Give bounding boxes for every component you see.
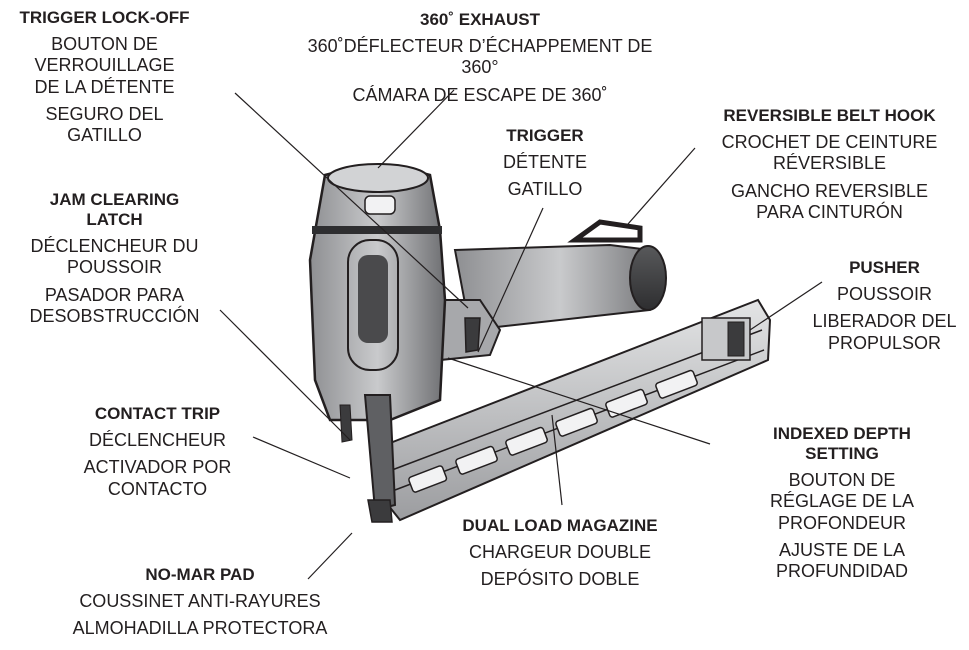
callout-french: DÉTENTE — [502, 152, 587, 173]
callout-title: TRIGGER — [506, 126, 584, 145]
callout-french: CROCHET DE CEINTURE RÉVERSIBLE — [721, 132, 938, 174]
callout-french: DÉCLENCHEUR — [88, 430, 227, 451]
callout-french: BOUTON DE VERROUILLAGE DE LA DÉTENTE — [34, 34, 175, 97]
callout-trigger-lock-off: TRIGGER LOCK-OFF BOUTON DE VERROUILLAGE … — [2, 8, 207, 146]
callout-pusher: PUSHER POUSSOIR LIBERADOR DEL PROPULSOR — [800, 258, 969, 354]
callout-title: PUSHER — [849, 258, 920, 277]
callout-spanish: LIBERADOR DEL PROPULSOR — [812, 311, 957, 353]
callout-title: JAM CLEARING LATCH — [49, 190, 180, 230]
callout-magazine: DUAL LOAD MAGAZINE CHARGEUR DOUBLE DEPÓS… — [440, 516, 680, 591]
callout-no-mar-pad: NO-MAR PAD COUSSINET ANTI-RAYURES ALMOHA… — [50, 565, 350, 640]
callout-spanish: PASADOR PARA DESOBSTRUCCIÓN — [29, 284, 200, 326]
magazine — [383, 298, 772, 522]
callout-spanish: ALMOHADILLA PROTECTORA — [72, 618, 328, 639]
callout-spanish: GANCHO REVERSIBLE PARA CINTURÓN — [730, 180, 929, 222]
callout-french: COUSSINET ANTI-RAYURES — [79, 591, 321, 612]
callout-title: INDEXED DEPTH SETTING — [773, 424, 911, 464]
callout-title: TRIGGER LOCK-OFF — [19, 8, 190, 27]
leader-lines — [219, 89, 823, 580]
callout-french: 360˚DÉFLECTEUR D’ÉCHAPPEMENT DE 360° — [307, 36, 653, 78]
callout-contact-trip: CONTACT TRIP DÉCLENCHEUR ACTIVADOR POR C… — [60, 404, 255, 500]
callout-belt-hook: REVERSIBLE BELT HOOK CROCHET DE CEINTURE… — [690, 106, 969, 223]
callout-spanish: ACTIVADOR POR CONTACTO — [83, 457, 232, 499]
callout-spanish: CÁMARA DE ESCAPE DE 360˚ — [352, 84, 608, 105]
callout-trigger: TRIGGER DÉTENTE GATILLO — [485, 126, 605, 201]
callout-spanish: AJUSTE DE LA PROFUNDIDAD — [775, 539, 908, 582]
callout-spanish: DEPÓSITO DOBLE — [480, 569, 640, 590]
callout-exhaust: 360˚ EXHAUST 360˚DÉFLECTEUR D’ÉCHAPPEMEN… — [290, 10, 670, 106]
callout-title: 360˚ EXHAUST — [420, 10, 540, 29]
nailer-body — [308, 163, 447, 422]
callout-french: DÉCLENCHEUR DU POUSSOIR — [30, 236, 199, 278]
callout-french: BOUTON DE RÉGLAGE DE LA PROFONDEUR — [769, 470, 915, 533]
callout-title: DUAL LOAD MAGAZINE — [462, 516, 658, 535]
callout-french: CHARGEUR DOUBLE — [468, 542, 652, 563]
callout-title: NO-MAR PAD — [145, 565, 255, 584]
callout-depth-setting: INDEXED DEPTH SETTING BOUTON DE RÉGLAGE … — [742, 424, 942, 582]
callout-spanish: SEGURO DEL GATILLO — [45, 103, 164, 145]
callout-title: CONTACT TRIP — [94, 404, 221, 423]
callout-french: POUSSOIR — [836, 284, 933, 305]
callout-title: REVERSIBLE BELT HOOK — [723, 106, 936, 125]
callout-spanish: GATILLO — [507, 179, 583, 200]
callout-jam-latch: JAM CLEARING LATCH DÉCLENCHEUR DU POUSSO… — [2, 190, 227, 327]
nose — [339, 394, 397, 523]
